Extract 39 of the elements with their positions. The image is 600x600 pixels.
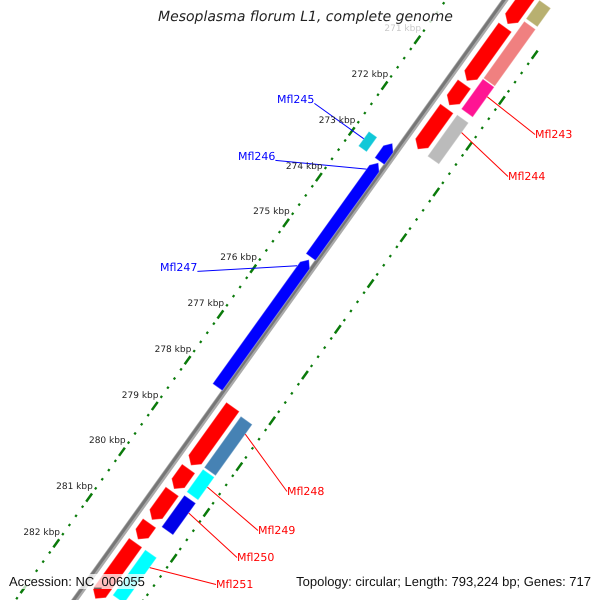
gene-segment xyxy=(426,114,470,165)
tick-label: 281 kbp xyxy=(56,482,93,492)
leader-line xyxy=(244,434,288,492)
gene-label: Mfl250 xyxy=(237,551,274,564)
leader-line xyxy=(314,102,364,140)
leader-line xyxy=(149,567,216,585)
gene-segment xyxy=(204,416,253,476)
tick-label: 272 kbp xyxy=(352,70,388,80)
leader-line xyxy=(274,160,367,170)
diagram-title: Mesoplasma florum L1, complete genome xyxy=(158,9,453,25)
leader-line xyxy=(196,265,298,272)
tick-label: 278 kbp xyxy=(154,344,192,355)
gene-label: Mfl247 xyxy=(160,261,198,274)
gene-label: Mfl246 xyxy=(238,150,276,163)
gene-label: Mfl249 xyxy=(258,524,296,537)
gene-segment xyxy=(186,468,216,501)
tick-label: 274 kbp xyxy=(286,162,323,172)
gene-segment xyxy=(160,494,196,536)
gene-segment xyxy=(305,162,380,262)
footer-text: Topology: circular; Length: 793,224 bp; Genes: 717 xyxy=(296,574,591,589)
gene-label: Mfl244 xyxy=(508,170,546,183)
leader-line xyxy=(486,96,536,135)
gene-segment xyxy=(358,130,378,153)
tick-label: 282 kbp xyxy=(23,528,60,538)
tick-label: 279 kbp xyxy=(122,390,158,400)
footer-text: Accession: NC_006055 xyxy=(9,574,145,589)
gene-label: Mfl245 xyxy=(277,93,314,106)
gene-label: Mfl251 xyxy=(216,578,254,591)
tick-label: 276 kbp xyxy=(220,253,257,264)
tick-label: 275 kbp xyxy=(253,207,290,218)
gene-segment xyxy=(460,78,495,118)
tick-label: 277 kbp xyxy=(187,298,224,309)
tick-label: 280 kbp xyxy=(88,436,126,446)
leader-line xyxy=(206,486,258,531)
tick-label: 273 kbp xyxy=(318,116,356,126)
gene-label: Mfl243 xyxy=(535,128,572,141)
leader-line xyxy=(461,132,508,177)
gene-label: Mfl248 xyxy=(287,485,324,498)
leader-line xyxy=(188,512,238,558)
